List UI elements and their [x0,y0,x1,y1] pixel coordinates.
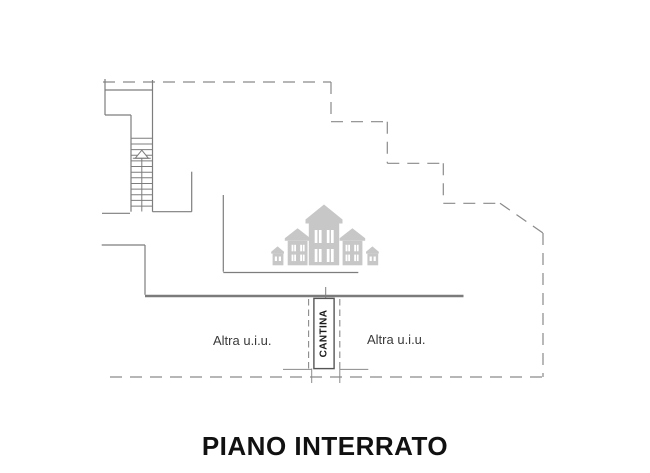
houses-watermark [271,204,379,266]
dashed-boundary [103,81,544,378]
cantina-outline [313,297,335,370]
page-title: PIANO INTERRATO [201,431,449,461]
house-icon [339,228,366,266]
room-label-left: Altra u.i.u. [213,333,272,348]
stair-up-arrow [132,149,151,212]
cantina-room-label: CANTINA [318,309,330,357]
house-icon [284,228,311,266]
house-icon [271,246,284,266]
house-icon [305,204,343,266]
cantina-room-label-box: CANTINA [314,298,334,368]
room-label-right: Altra u.i.u. [367,332,426,347]
cantina-room [283,287,369,383]
walls [101,79,359,295]
staircase [131,137,153,212]
house-icon [366,246,379,266]
